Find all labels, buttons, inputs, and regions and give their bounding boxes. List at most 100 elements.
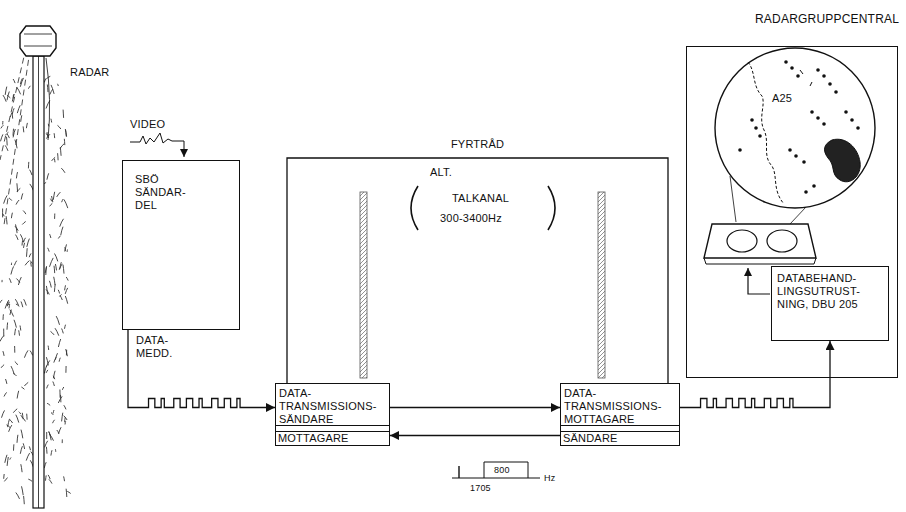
texture-stroke bbox=[46, 360, 50, 367]
texture-stroke bbox=[18, 277, 21, 285]
texture-stroke bbox=[7, 134, 9, 138]
target-dot bbox=[828, 82, 832, 86]
texture-stroke bbox=[16, 493, 20, 499]
texture-stroke bbox=[64, 285, 66, 290]
target-dot bbox=[804, 190, 808, 194]
texture-stroke bbox=[62, 439, 63, 443]
texture-stroke bbox=[65, 296, 67, 304]
texture-stroke bbox=[64, 405, 66, 409]
target-dot bbox=[844, 110, 848, 114]
texture-stroke bbox=[62, 387, 63, 390]
texture-stroke bbox=[57, 192, 61, 197]
texture-stroke bbox=[0, 300, 2, 305]
texture-stroke bbox=[21, 464, 22, 472]
texture-stroke bbox=[16, 304, 19, 306]
texture-stroke bbox=[46, 289, 49, 294]
texture-stroke bbox=[50, 199, 51, 202]
texture-stroke bbox=[29, 253, 31, 257]
texture-stroke bbox=[13, 129, 15, 136]
texture-stroke bbox=[45, 267, 47, 275]
texture-stroke bbox=[65, 244, 67, 251]
texture-stroke bbox=[21, 415, 23, 418]
texture-stroke bbox=[57, 153, 59, 160]
texture-stroke bbox=[54, 284, 56, 292]
texture-stroke bbox=[17, 391, 19, 399]
box-text: DATA- TRANSMISSIONS- MOTTAGARE bbox=[564, 387, 662, 426]
texture-stroke bbox=[14, 261, 16, 266]
texture-stroke bbox=[10, 458, 11, 460]
texture-stroke bbox=[26, 248, 28, 257]
texture-stroke bbox=[49, 479, 52, 483]
texture-stroke bbox=[52, 157, 56, 161]
target-dot bbox=[802, 160, 806, 164]
texture-stroke bbox=[67, 250, 68, 252]
texture-stroke bbox=[48, 346, 50, 350]
texture-stroke bbox=[28, 162, 29, 169]
texture-stroke bbox=[5, 455, 7, 463]
texture-stroke bbox=[55, 254, 58, 262]
parenthesis bbox=[548, 186, 555, 230]
texture-stroke bbox=[53, 192, 54, 200]
texture-stroke bbox=[66, 277, 68, 281]
texture-stroke bbox=[51, 450, 52, 455]
texture-stroke bbox=[26, 123, 27, 128]
texture-stroke bbox=[60, 147, 62, 156]
texture-stroke bbox=[29, 446, 30, 450]
texture-stroke bbox=[46, 370, 48, 373]
texture-stroke bbox=[67, 491, 70, 493]
texture-stroke bbox=[63, 476, 65, 481]
texture-stroke bbox=[58, 290, 59, 294]
connector-label: FYRTRÅD bbox=[449, 138, 506, 151]
texture-stroke bbox=[17, 105, 20, 113]
display-console bbox=[704, 224, 816, 264]
texture-stroke bbox=[15, 362, 18, 365]
texture-stroke bbox=[11, 263, 12, 265]
texture-stroke bbox=[22, 222, 25, 225]
texture-stroke bbox=[24, 299, 27, 305]
connector bbox=[128, 330, 275, 408]
target-dot bbox=[784, 60, 788, 64]
texture-stroke bbox=[13, 79, 15, 83]
texture-stroke bbox=[10, 310, 12, 315]
texture-stroke bbox=[50, 89, 53, 95]
texture-stroke bbox=[47, 385, 49, 389]
texture-stroke bbox=[19, 412, 21, 414]
texture-stroke bbox=[23, 126, 25, 132]
texture-stroke bbox=[17, 188, 20, 191]
texture-stroke bbox=[60, 262, 62, 269]
target-dot bbox=[750, 118, 754, 122]
texture-stroke bbox=[65, 288, 68, 294]
texture-stroke bbox=[62, 413, 63, 422]
texture-stroke bbox=[53, 410, 54, 414]
texture-stroke bbox=[21, 302, 23, 308]
texture-stroke bbox=[21, 387, 24, 389]
signal-label: VIDEO bbox=[130, 118, 165, 131]
texture-stroke bbox=[1, 125, 4, 128]
texture-stroke bbox=[55, 264, 56, 270]
texture-stroke bbox=[7, 92, 9, 101]
texture-stroke bbox=[13, 94, 14, 98]
texture-stroke bbox=[50, 234, 51, 238]
target-dot bbox=[834, 90, 838, 94]
texture-stroke bbox=[7, 323, 9, 330]
texture-stroke bbox=[16, 200, 19, 205]
texture-stroke bbox=[4, 195, 8, 203]
texture-stroke bbox=[58, 125, 61, 129]
texture-stroke bbox=[54, 277, 55, 285]
texture-stroke bbox=[20, 446, 22, 454]
texture-stroke bbox=[47, 173, 49, 179]
target-dot bbox=[758, 134, 762, 138]
texture-stroke bbox=[4, 478, 7, 482]
texture-stroke bbox=[5, 300, 9, 308]
texture-stroke bbox=[3, 329, 4, 337]
connector bbox=[287, 158, 668, 383]
box-text: SBÖ SÄNDAR- DEL bbox=[135, 173, 186, 212]
texture-stroke bbox=[58, 339, 60, 347]
texture-stroke bbox=[11, 213, 12, 219]
receiver-box: MOTTAGARE bbox=[275, 425, 390, 446]
target-dot bbox=[754, 126, 758, 130]
radar-map bbox=[715, 48, 875, 224]
texture-stroke bbox=[62, 199, 64, 202]
target-dot bbox=[790, 66, 794, 70]
texture-stroke bbox=[30, 351, 33, 356]
